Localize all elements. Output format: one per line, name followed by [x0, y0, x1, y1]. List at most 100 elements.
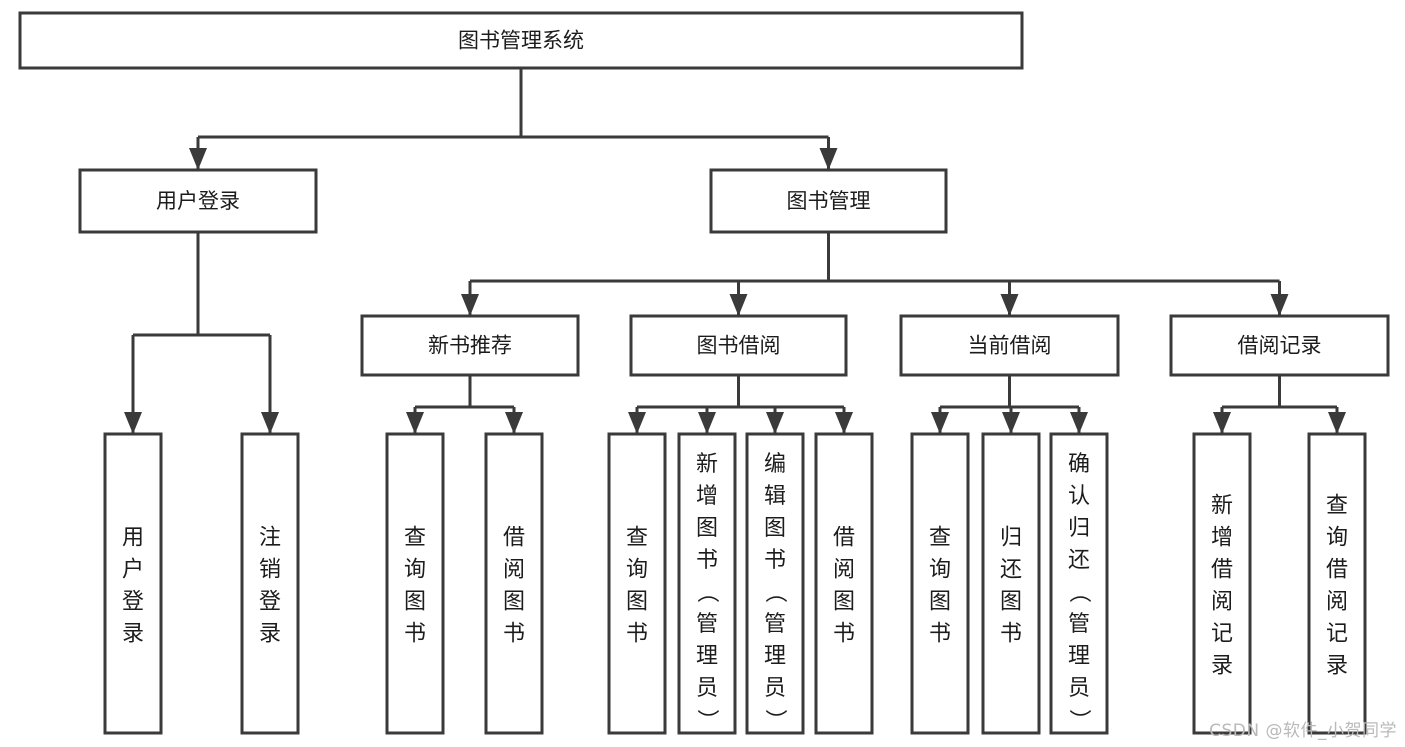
node-current-borrow[interactable]: 当前借阅	[899, 314, 1120, 377]
svg-text:查: 查	[1326, 493, 1348, 518]
svg-text:询: 询	[404, 557, 426, 582]
node-box-leaf-return-book	[981, 432, 1041, 735]
arrow-head-icon-leaf-add-record	[1213, 412, 1231, 434]
node-label-borrow-record: 借阅记录	[1238, 334, 1322, 358]
svg-text:理: 理	[1068, 644, 1090, 669]
node-box-leaf-borrow-book-2	[814, 432, 874, 735]
svg-text:借: 借	[1326, 557, 1348, 582]
arrow-head-icon-leaf-query-book-2	[628, 412, 646, 434]
node-box-current-borrow	[899, 314, 1120, 377]
arrow-head-icon-leaf-query-record	[1328, 412, 1346, 434]
svg-text:借: 借	[503, 525, 525, 550]
node-box-user-login	[78, 168, 318, 234]
svg-text:记: 记	[1326, 621, 1348, 646]
svg-text:录: 录	[122, 621, 144, 646]
arrow-head-icon-leaf-edit-book	[766, 412, 784, 434]
svg-text:图: 图	[929, 589, 951, 614]
svg-text:（: （	[762, 581, 787, 603]
arrow-head-icon-user-login	[189, 148, 207, 170]
svg-text:新: 新	[696, 452, 718, 477]
node-box-leaf-logout-login	[240, 432, 300, 735]
node-box-leaf-query-record	[1307, 432, 1367, 735]
node-layer: 图书管理系统用户登录图书管理新书推荐图书借阅当前借阅借阅记录用户登录注销登录查询…	[18, 11, 1390, 735]
svg-text:阅: 阅	[503, 557, 525, 582]
svg-text:）: ）	[694, 709, 719, 731]
svg-text:录: 录	[1211, 653, 1233, 678]
node-borrow-record[interactable]: 借阅记录	[1169, 314, 1390, 377]
node-box-book-management	[709, 168, 948, 234]
svg-text:新: 新	[1211, 493, 1233, 518]
svg-text:图: 图	[764, 516, 786, 541]
svg-text:书: 书	[696, 548, 718, 573]
svg-text:归: 归	[1068, 516, 1090, 541]
node-box-leaf-query-book-3	[910, 432, 970, 735]
arrow-head-icon-leaf-borrow-book-2	[835, 412, 853, 434]
arrow-head-icon-new-book-recommend	[461, 294, 479, 316]
arrow-head-icon-leaf-add-book	[698, 412, 716, 434]
svg-text:书: 书	[626, 621, 648, 646]
node-label-current-borrow: 当前借阅	[968, 334, 1052, 358]
svg-text:（: （	[694, 581, 719, 603]
svg-text:图: 图	[1000, 589, 1022, 614]
node-label-book-borrow: 图书借阅	[697, 334, 781, 358]
svg-text:还: 还	[1068, 548, 1090, 573]
svg-text:阅: 阅	[1211, 589, 1233, 614]
node-box-leaf-query-book-1	[385, 432, 445, 735]
svg-text:查: 查	[626, 525, 648, 550]
svg-text:阅: 阅	[833, 557, 855, 582]
node-label-root: 图书管理系统	[458, 29, 584, 53]
node-box-borrow-record	[1169, 314, 1390, 377]
svg-text:增: 增	[1211, 525, 1233, 550]
node-new-book-recommend[interactable]: 新书推荐	[360, 314, 580, 377]
svg-text:（: （	[1066, 581, 1091, 603]
node-box-book-borrow	[629, 314, 848, 377]
svg-text:确: 确	[1068, 452, 1090, 477]
svg-text:管: 管	[1068, 612, 1090, 637]
svg-text:员: 员	[696, 676, 718, 701]
arrow-head-icon-leaf-query-book-1	[406, 412, 424, 434]
svg-text:户: 户	[122, 557, 144, 582]
svg-text:书: 书	[1000, 621, 1022, 646]
svg-text:员: 员	[1068, 676, 1090, 701]
svg-text:阅: 阅	[1326, 589, 1348, 614]
svg-text:图: 图	[833, 589, 855, 614]
svg-text:）: ）	[1066, 709, 1091, 731]
node-root[interactable]: 图书管理系统	[18, 11, 1024, 70]
svg-text:管: 管	[764, 612, 786, 637]
node-box-leaf-edit-book	[745, 432, 805, 735]
svg-text:注: 注	[259, 525, 281, 550]
svg-text:员: 员	[764, 676, 786, 701]
svg-text:查: 查	[404, 525, 426, 550]
node-user-login[interactable]: 用户登录	[78, 168, 318, 234]
node-box-leaf-confirm-return	[1049, 432, 1109, 735]
svg-text:增: 增	[696, 484, 718, 509]
svg-text:借: 借	[833, 525, 855, 550]
svg-text:理: 理	[764, 644, 786, 669]
node-book-management[interactable]: 图书管理	[709, 168, 948, 234]
svg-text:询: 询	[626, 557, 648, 582]
svg-text:图: 图	[696, 516, 718, 541]
arrow-head-icon-current-borrow	[1000, 294, 1019, 316]
node-leaf-user-login[interactable]: 用户登录	[103, 432, 163, 735]
node-book-borrow[interactable]: 图书借阅	[629, 314, 848, 377]
svg-text:还: 还	[1000, 557, 1022, 582]
